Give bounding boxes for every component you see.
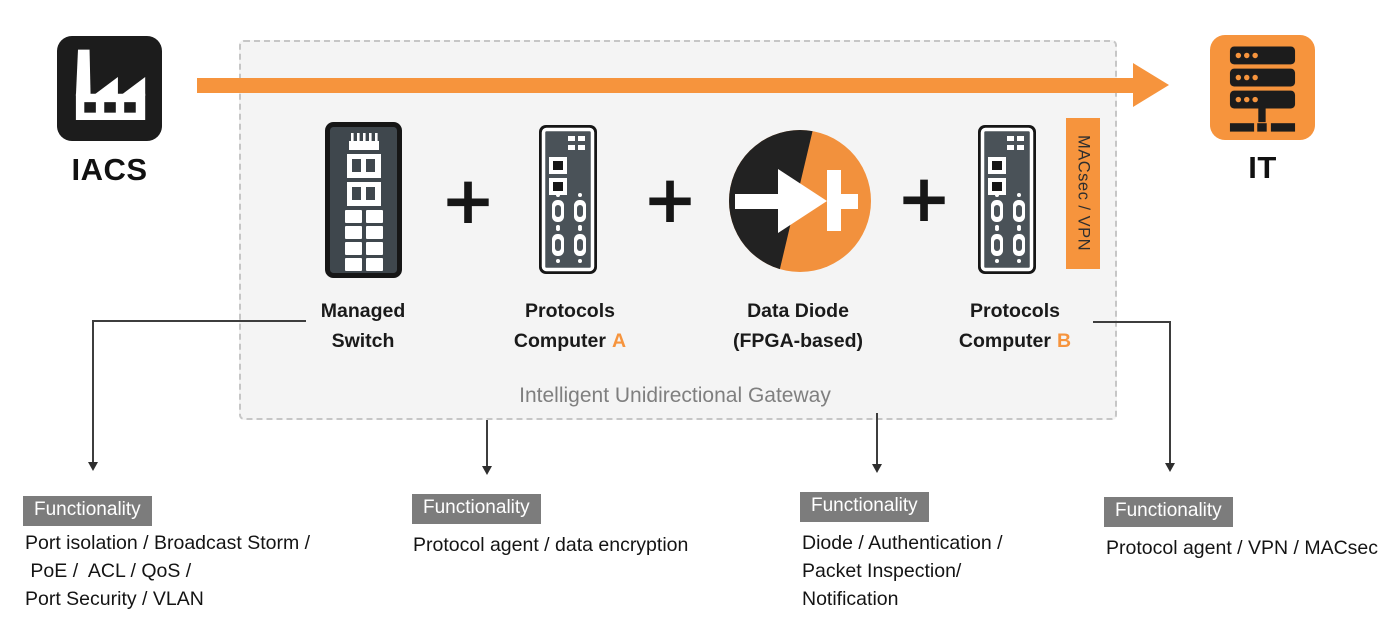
connector-line xyxy=(876,413,878,464)
connector-line xyxy=(486,420,488,466)
connector-line xyxy=(1093,321,1171,323)
managed-switch-icon xyxy=(325,122,402,278)
server-icon xyxy=(1210,35,1315,140)
gateway-title: Intelligent Unidirectional Gateway xyxy=(519,384,831,407)
iacs-label: IACS xyxy=(71,152,148,187)
functionality-badge-computer-a: Functionality xyxy=(412,494,541,524)
plus-icon: + xyxy=(896,160,952,237)
functionality-badge-switch: Functionality xyxy=(23,496,152,526)
connector-line xyxy=(1169,321,1171,463)
data-diode-icon xyxy=(728,129,872,273)
arrow-down-icon xyxy=(872,464,882,473)
macsec-vpn-tag: MACsec / VPN xyxy=(1066,118,1100,269)
connector-line xyxy=(92,320,94,462)
functionality-text-computer-b: Protocol agent / VPN / MACsec xyxy=(1106,537,1379,559)
plus-icon: + xyxy=(642,161,698,238)
arrow-down-icon xyxy=(1165,463,1175,472)
arrow-down-icon xyxy=(88,462,98,471)
functionality-text-switch: Port isolation / Broadcast Storm / PoE /… xyxy=(25,532,311,610)
data-diode-label: Data Diode (FPGA-based) xyxy=(732,300,863,352)
factory-icon xyxy=(57,36,162,141)
it-label: IT xyxy=(1248,150,1277,185)
arrow-down-icon xyxy=(482,466,492,475)
accent-letter: A xyxy=(612,330,627,352)
connector-line xyxy=(92,320,306,322)
accent-letter: B xyxy=(1057,330,1072,352)
functionality-text-computer-a: Protocol agent / data encryption xyxy=(413,534,689,556)
protocols-computer-b-icon xyxy=(976,123,1038,276)
functionality-badge-diode: Functionality xyxy=(800,492,929,522)
flow-arrow-head-icon xyxy=(1133,63,1169,107)
functionality-text-diode: Diode / Authentication / Packet Inspecti… xyxy=(802,532,1003,610)
protocols-computer-a-icon xyxy=(537,123,599,276)
managed-switch-label: Managed Switch xyxy=(320,300,406,352)
functionality-badge-computer-b: Functionality xyxy=(1104,497,1233,527)
flow-arrow xyxy=(197,78,1135,93)
macsec-vpn-tag-label: MACsec / VPN xyxy=(1074,135,1093,252)
plus-icon: + xyxy=(440,162,496,239)
